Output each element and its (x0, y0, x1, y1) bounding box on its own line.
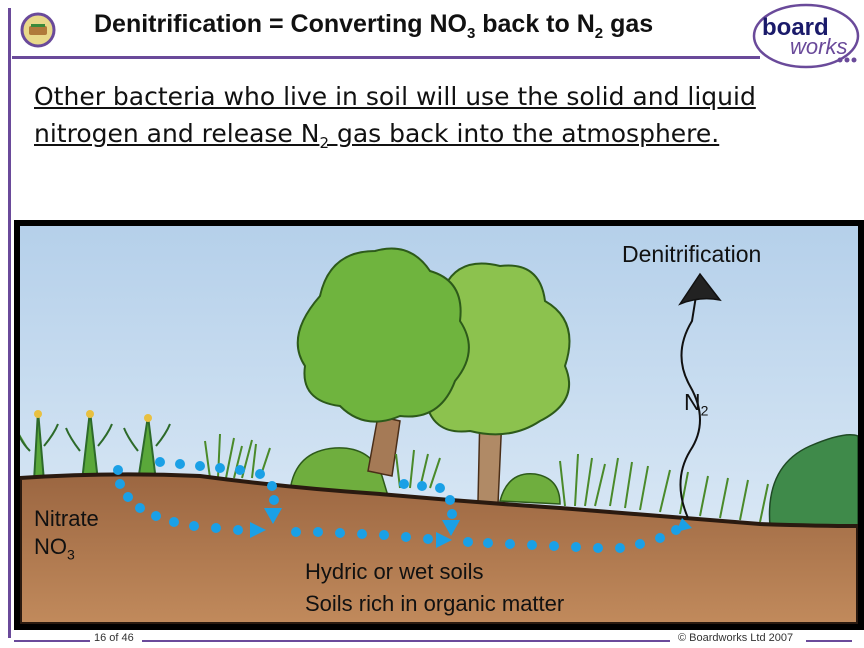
title-divider (12, 56, 760, 59)
footer-rule-middle (142, 640, 670, 642)
flow-arrow-icon (442, 520, 460, 536)
flow-arrow-icon (676, 518, 692, 532)
footer-rule-left (14, 640, 90, 642)
tree-canopy-left (296, 247, 470, 423)
copyright: © Boardworks Ltd 2007 (678, 632, 794, 644)
n2-label: N2 (684, 389, 709, 419)
boardworks-emblem-icon (20, 12, 56, 48)
grass-clumps (204, 433, 769, 523)
crop-flower (144, 414, 152, 422)
crop-flower (86, 410, 94, 418)
denitrification-label: Denitrification (622, 241, 762, 267)
bush-middle (499, 473, 561, 505)
bush-right (768, 434, 858, 527)
nitrogen-flow-dots (113, 457, 681, 553)
footer-rule-right (806, 640, 852, 642)
denitrification-diagram (14, 220, 864, 630)
slide-frame-left (8, 8, 11, 638)
page-number: 16 of 46 (94, 632, 134, 644)
flow-arrowheads (250, 508, 692, 548)
flow-arrow-icon (250, 522, 266, 538)
boardworks-logo: board works (752, 3, 860, 69)
soil-layer (20, 472, 858, 624)
logo-word-works: works (790, 34, 847, 59)
diagram-illustration (20, 226, 858, 624)
gas-arrow-icon (678, 272, 722, 306)
crop-flower (34, 410, 42, 418)
crop-plants (20, 410, 171, 482)
logo-word-board: board (762, 14, 829, 41)
organic-soils-label: Soils rich in organic matter (305, 591, 565, 616)
page-title: Denitrification = Converting NO3 back to… (94, 10, 654, 42)
n2-gas-path (679, 295, 701, 519)
title-bar: Denitrification = Converting NO3 back to… (12, 2, 752, 54)
flow-arrow-icon (264, 508, 282, 524)
hydric-soils-label: Hydric or wet soils (305, 559, 484, 584)
flow-arrow-icon (436, 532, 452, 548)
intro-text: Other bacteria who live in soil will use… (34, 82, 756, 152)
